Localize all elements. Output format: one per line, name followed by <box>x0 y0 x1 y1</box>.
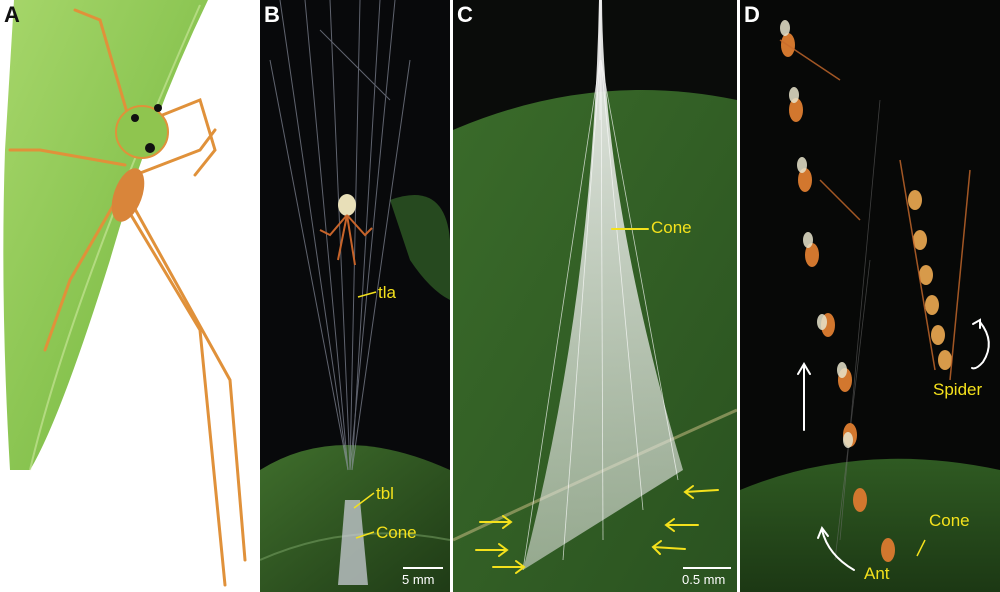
annotation-cone: Cone <box>651 218 692 237</box>
annotation-ant: Ant <box>864 564 890 583</box>
panel-label-b: B <box>264 2 280 27</box>
panel-a: A <box>0 0 257 592</box>
panel-label-d: D <box>744 2 760 27</box>
scale-bar-label: 0.5 mm <box>682 572 726 587</box>
panel-b: B tla tbl Cone 5 mm <box>260 0 450 592</box>
motion-arrows <box>797 318 990 571</box>
annotation-cone: Cone <box>929 511 970 530</box>
scale-bar <box>403 567 443 569</box>
scale-bar <box>683 567 731 569</box>
annotation-spider: Spider <box>933 380 983 399</box>
spider-on-leaf-photo <box>3 0 247 587</box>
annotation-tbl: tbl <box>376 484 394 503</box>
scale-bar-label: 5 mm <box>402 572 435 587</box>
silk-cone-photo <box>453 0 737 592</box>
spider-web-lines-photo <box>260 0 450 592</box>
annotation-cone: Cone <box>376 523 417 542</box>
attachment-arrows <box>475 228 719 574</box>
panel-c: C Cone 0.5 mm <box>453 0 737 592</box>
panel-label-c: C <box>457 2 473 27</box>
spider-catching-ant-sequence-photo <box>740 20 1000 592</box>
panel-label-a: A <box>4 2 20 27</box>
panel-d: D Spider Cone Ant <box>740 0 1000 592</box>
annotation-leader-lines <box>353 291 377 539</box>
annotation-tla: tla <box>378 283 396 302</box>
